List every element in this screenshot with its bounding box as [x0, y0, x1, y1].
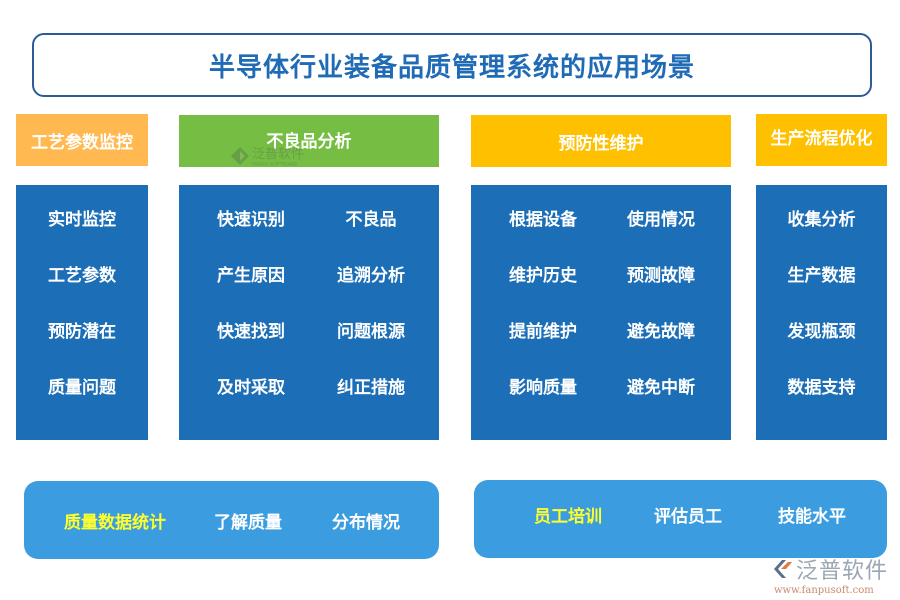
list-item: 数据支持	[787, 377, 856, 398]
list-item: 提前维护	[509, 321, 577, 342]
watermark: 泛普软件 FANPU SOFTWARE	[230, 143, 304, 168]
list-item: 及时采取	[217, 377, 285, 398]
list-item: 质量问题	[48, 377, 116, 398]
list-item: 快速识别	[217, 209, 285, 230]
header-preventive-maintenance: 预防性维护	[471, 115, 731, 167]
bottom-quality-stats: 质量数据统计 了解质量 分布情况	[24, 481, 439, 559]
logo-url: www.fanpusoft.com	[774, 585, 874, 596]
list-item: 快速找到	[217, 321, 285, 342]
list-item: 发现瓶颈	[787, 321, 856, 342]
list-item: 工艺参数	[48, 265, 116, 286]
list-item: 技能水平	[778, 507, 846, 527]
fanpu-logo: 泛普软件 www.fanpusoft.com	[772, 553, 888, 596]
list-item: 根据设备	[509, 209, 577, 230]
list-item: 问题根源	[337, 321, 405, 342]
watermark-en: FANPU SOFTWARE	[252, 162, 298, 168]
list-item: 纠正措施	[337, 377, 405, 398]
panel-process-params: 实时监控 工艺参数 预防潜在 质量问题	[16, 185, 148, 440]
header-process-optimization: 生产流程优化	[756, 114, 887, 166]
bottom-staff-training: 员工培训 评估员工 技能水平	[474, 480, 887, 558]
header-label: 工艺参数监控	[31, 132, 133, 153]
list-item: 评估员工	[654, 507, 722, 527]
list-item: 避免故障	[627, 321, 695, 342]
header-label: 预防性维护	[558, 133, 644, 154]
fanpu-logo-icon	[774, 560, 792, 578]
list-item: 实时监控	[48, 209, 116, 230]
list-item: 生产数据	[787, 265, 856, 286]
logo-text: 泛普软件	[796, 559, 889, 584]
watermark-cn: 泛普软件	[252, 147, 305, 162]
list-item: 影响质量	[509, 377, 577, 398]
list-item: 使用情况	[627, 209, 695, 230]
header-label: 生产流程优化	[770, 129, 873, 149]
panel-preventive-maintenance: 根据设备 维护历史 提前维护 影响质量 使用情况 预测故障 避免故障 避免中断	[471, 185, 731, 440]
header-process-params: 工艺参数监控	[16, 114, 148, 166]
list-item: 分布情况	[332, 512, 400, 533]
title-box: 半导体行业装备品质管理系统的应用场景	[32, 33, 872, 97]
list-item: 收集分析	[787, 209, 856, 230]
list-item: 预测故障	[627, 265, 695, 286]
panel-process-optimization: 收集分析 生产数据 发现瓶颈 数据支持	[756, 185, 887, 440]
list-item: 了解质量	[214, 512, 282, 533]
header-label: 不良品分析	[266, 132, 352, 152]
list-item: 不良品	[345, 209, 397, 230]
page-title: 半导体行业装备品质管理系统的应用场景	[208, 52, 695, 83]
highlight-label: 质量数据统计	[64, 512, 166, 533]
fanpu-leaf-icon	[231, 146, 249, 165]
panel-defect-analysis: 快速识别 产生原因 快速找到 及时采取 不良品 追溯分析 问题根源 纠正措施	[179, 185, 439, 440]
highlight-label: 员工培训	[534, 507, 602, 527]
list-item: 追溯分析	[337, 265, 405, 286]
list-item: 预防潜在	[48, 321, 116, 342]
header-defect-analysis: 不良品分析	[179, 115, 439, 167]
list-item: 维护历史	[509, 265, 577, 286]
list-item: 避免中断	[627, 377, 695, 398]
list-item: 产生原因	[217, 265, 285, 286]
